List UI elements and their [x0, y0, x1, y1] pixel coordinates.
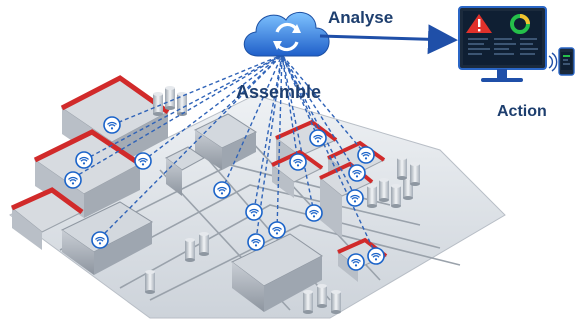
wifi-icon: [357, 146, 375, 164]
wifi-icon: [346, 189, 364, 207]
wifi-icon: [309, 129, 327, 147]
wifi-icon: [134, 152, 152, 170]
process-unit: [231, 233, 323, 312]
monitor-dashboard-icon: [458, 6, 547, 82]
wifi-icon: [367, 247, 385, 265]
wifi-icon: [64, 171, 82, 189]
wifi-icon: [268, 221, 286, 239]
wifi-icon: [289, 153, 307, 171]
assemble-label: Assemble: [236, 82, 322, 102]
wifi-icon: [247, 233, 265, 251]
wifi-icon: [245, 203, 263, 221]
wifi-icon: [75, 151, 93, 169]
wifi-icon: [305, 204, 323, 222]
wifi-icon: [348, 164, 366, 182]
wifi-icon: [91, 231, 109, 249]
smartphone-icon: [548, 47, 575, 76]
data-links: [72, 54, 377, 256]
warning-icon: [466, 14, 492, 33]
wifi-icon: [213, 181, 231, 199]
cloud-sync-icon: [243, 12, 330, 57]
wifi-icon: [347, 253, 365, 271]
process-unit: [61, 201, 154, 275]
wifi-icon: [103, 116, 121, 134]
analyse-label: Analyse: [328, 8, 394, 27]
warehouse-building: [10, 187, 84, 250]
action-label: Action: [497, 103, 547, 120]
analyse-arrow: [319, 24, 458, 55]
